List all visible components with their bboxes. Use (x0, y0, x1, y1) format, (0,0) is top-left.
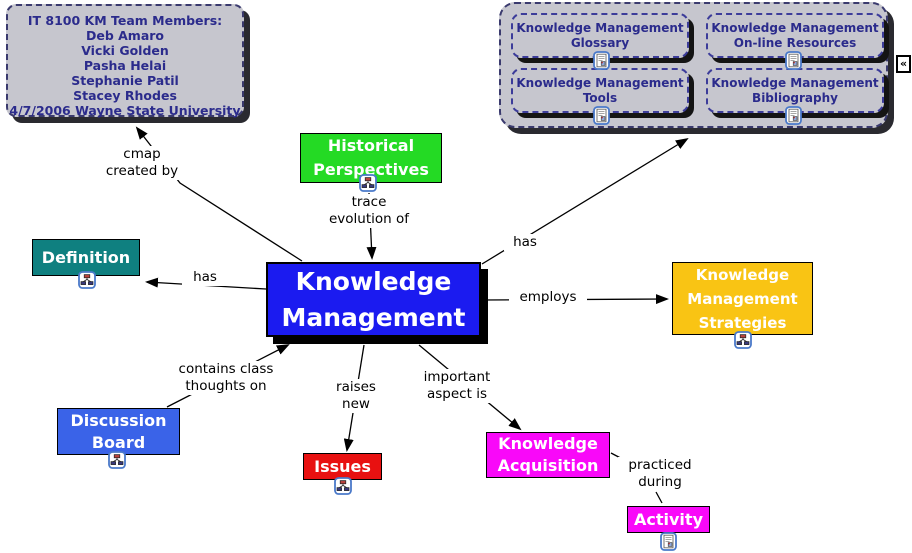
collapse-icon[interactable]: « (896, 55, 911, 73)
team-note-text: IT 8100 KM Team Members: Deb Amaro Vicki… (9, 13, 241, 118)
node-km-strategies[interactable]: Knowledge Management Strategies (672, 262, 813, 335)
node-definition-label: Definition (41, 248, 131, 267)
link-label-has-definition[interactable]: has (182, 269, 228, 286)
cmap-icon[interactable] (359, 174, 377, 194)
node-knowledge-acquisition[interactable]: Knowledge Acquisition (486, 432, 610, 478)
resource-icon[interactable] (785, 106, 803, 126)
group-item-bibliography[interactable]: Knowledge Management Bibliography (706, 68, 884, 113)
resource-icon[interactable] (660, 532, 678, 552)
node-discussion-board[interactable]: Discussion Board (57, 408, 180, 455)
link-label-cmap-created-by[interactable]: cmap created by (94, 146, 190, 180)
cmap-icon[interactable] (334, 477, 352, 497)
group-item-online-resources[interactable]: Knowledge Management On-line Resources (706, 13, 884, 58)
link-label-contains-class-thoughts-on[interactable]: contains class thoughts on (164, 361, 288, 395)
resource-icon[interactable] (593, 106, 611, 126)
connector-practiced-during-2 (655, 491, 663, 504)
node-knowledge-management[interactable]: Knowledge Management (266, 262, 481, 337)
node-historical-perspectives-label: Historical Perspectives (313, 136, 429, 179)
cmap-icon[interactable] (108, 451, 126, 471)
node-activity[interactable]: Activity (627, 506, 710, 533)
group-item-bibliography-label: Knowledge Management Bibliography (711, 76, 879, 105)
cmap-icon[interactable] (78, 271, 96, 291)
link-label-practiced-during[interactable]: practiced during (618, 457, 702, 491)
node-activity-label: Activity (634, 510, 703, 529)
group-item-tools-label: Knowledge Management Tools (516, 76, 684, 105)
link-label-employs[interactable]: employs (509, 289, 587, 306)
link-label-important-aspect-is[interactable]: important aspect is (411, 369, 503, 403)
resource-icon[interactable] (785, 51, 803, 71)
node-discussion-board-label: Discussion Board (70, 410, 167, 452)
node-knowledge-management-label: Knowledge Management (281, 266, 466, 332)
group-item-online-resources-label: Knowledge Management On-line Resources (711, 21, 879, 50)
node-knowledge-acquisition-label: Knowledge Acquisition (497, 434, 599, 475)
node-issues-label: Issues (314, 457, 371, 476)
link-label-trace-evolution-of[interactable]: trace evolution of (306, 194, 432, 228)
link-label-raises-new[interactable]: raises new (325, 379, 387, 413)
node-historical-perspectives[interactable]: Historical Perspectives (300, 133, 442, 183)
node-issues[interactable]: Issues (303, 453, 382, 480)
group-item-glossary-label: Knowledge Management Glossary (516, 21, 684, 50)
node-km-strategies-label: Knowledge Management Strategies (687, 265, 798, 332)
cmap-icon[interactable] (734, 331, 752, 351)
resource-icon[interactable] (593, 51, 611, 71)
link-label-has-resources[interactable]: has (504, 234, 546, 251)
team-note[interactable]: IT 8100 KM Team Members: Deb Amaro Vicki… (6, 4, 244, 118)
